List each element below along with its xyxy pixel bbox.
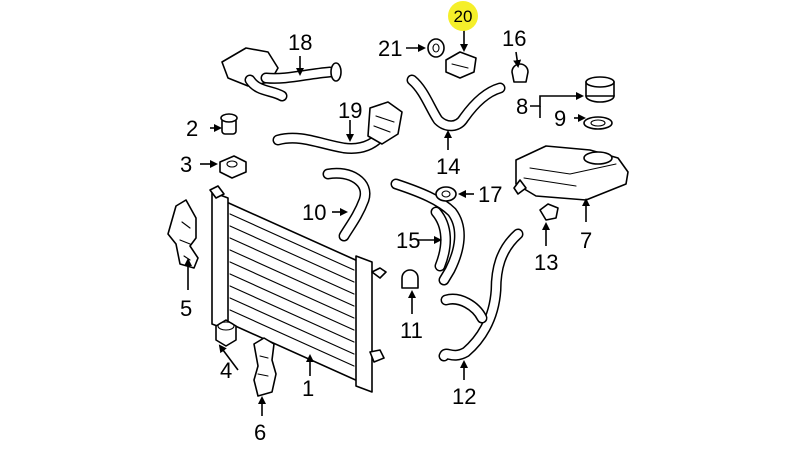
side-bracket-part	[167, 199, 199, 269]
callout-3: 3	[180, 152, 192, 177]
callout-13: 13	[534, 250, 558, 275]
hose-clamp-part	[401, 269, 419, 289]
callout-labels: 1 2 3 4 5 6 7 8 9 10 11 12 13 14 15 16 1…	[180, 26, 592, 445]
hose-cap-part	[445, 51, 477, 79]
callout-2: 2	[186, 116, 198, 141]
callout-1: 1	[302, 376, 314, 401]
callout-7: 7	[580, 228, 592, 253]
callout-5: 5	[180, 296, 192, 321]
highlight-circle	[448, 1, 478, 31]
lower-hose-part	[438, 228, 524, 362]
leader-lines	[184, 28, 590, 416]
callout-14: 14	[436, 154, 460, 179]
callout-16: 16	[502, 26, 526, 51]
small-clamp-part	[511, 63, 529, 83]
callout-12: 12	[452, 384, 476, 409]
callout-21: 21	[378, 36, 402, 61]
seal-part	[583, 116, 613, 130]
callout-20: 20	[454, 7, 473, 26]
bushing-part	[220, 113, 238, 135]
callout-18: 18	[288, 30, 312, 55]
callout-8: 8	[516, 94, 528, 119]
lower-bracket-part	[253, 337, 277, 397]
radiator-part	[209, 185, 387, 393]
callout-19: 19	[338, 98, 362, 123]
callout-4: 4	[220, 358, 232, 383]
callout-6: 6	[254, 420, 266, 445]
callout-20-highlight[interactable]: 20	[448, 1, 478, 31]
callout-15: 15	[396, 228, 420, 253]
bypass-hose-part	[406, 74, 506, 132]
heater-hose-part	[390, 178, 465, 286]
expansion-tank-part	[513, 145, 629, 201]
thermostat-housing-part	[221, 47, 342, 102]
callout-9: 9	[554, 106, 566, 131]
tank-clip-part	[539, 203, 559, 221]
callout-10: 10	[302, 200, 326, 225]
gasket-part	[435, 186, 457, 202]
callout-11: 11	[400, 318, 423, 343]
mount-part	[219, 155, 247, 179]
water-pipe-part	[272, 101, 403, 154]
upper-hose-part	[322, 167, 371, 242]
lower-mount-part	[215, 319, 237, 347]
cap-part	[585, 76, 615, 103]
ring-clamp-part	[427, 38, 445, 58]
callout-17: 17	[478, 182, 502, 207]
